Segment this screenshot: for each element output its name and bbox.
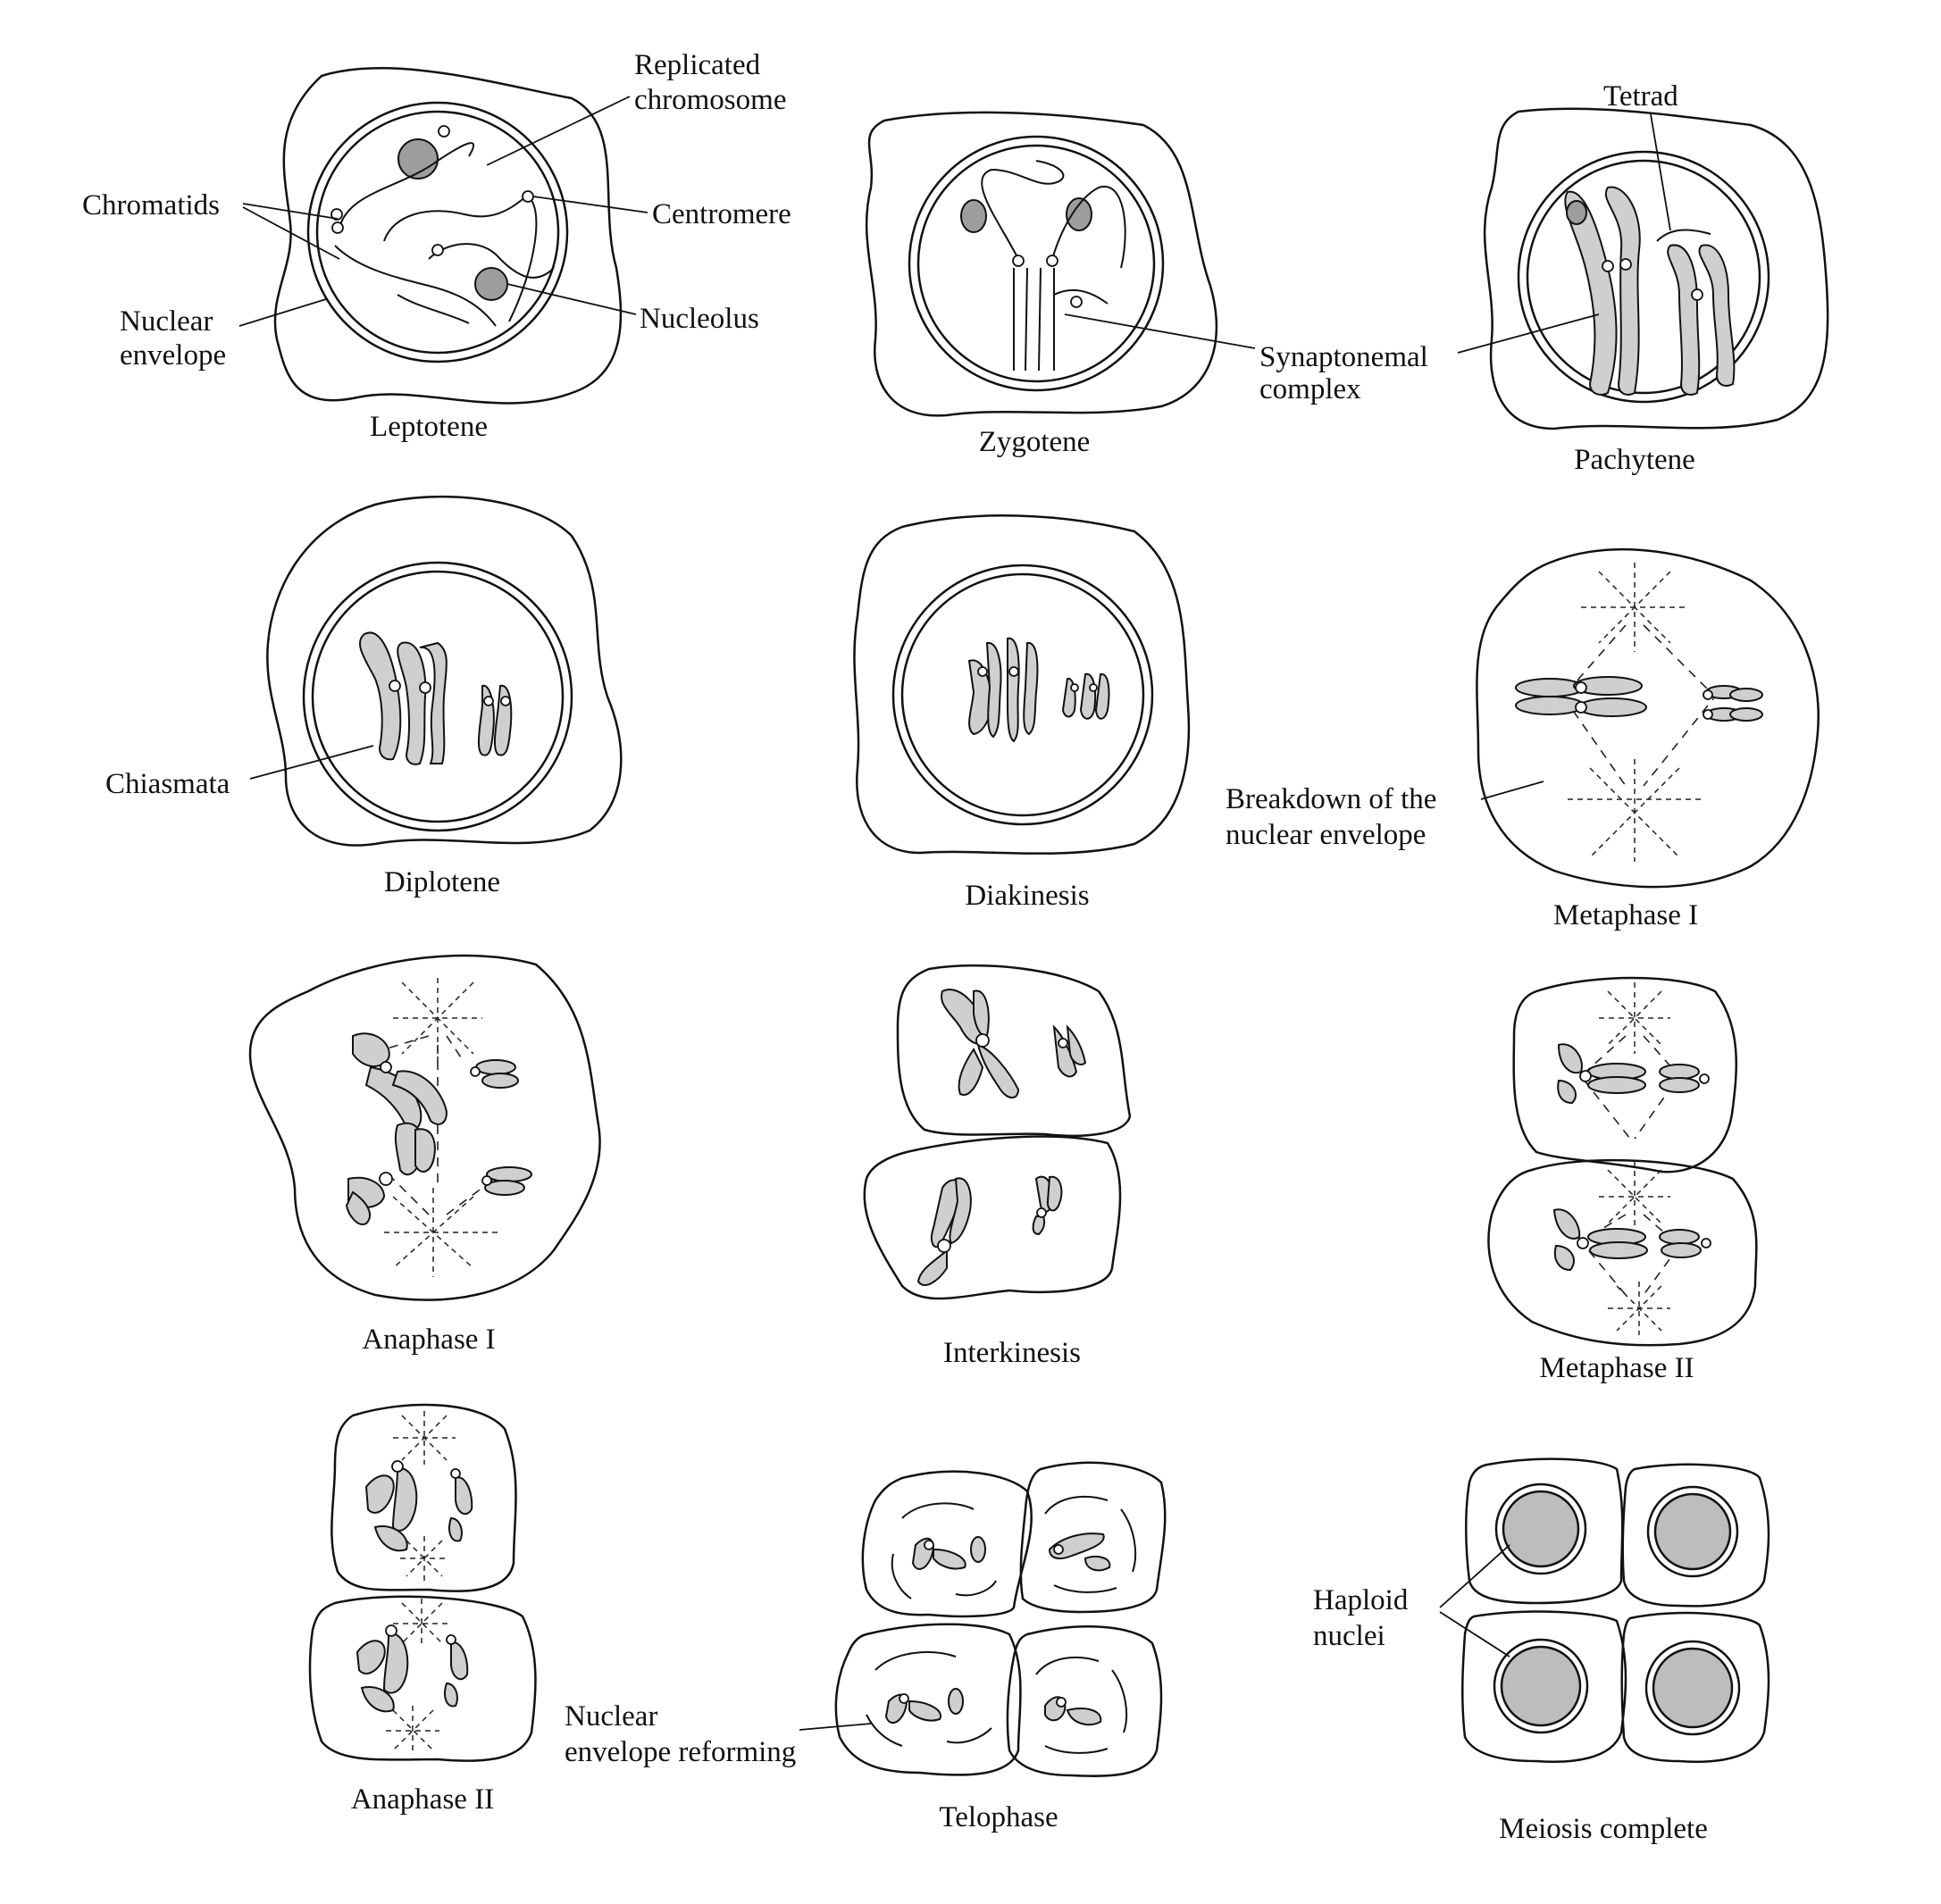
- telophase-cell-br: [1006, 1625, 1163, 1777]
- leptotene-nuclear-envelope: [306, 101, 569, 363]
- metaphase1-aster-bottom: [1568, 759, 1702, 862]
- diplotene-cell: [266, 495, 623, 847]
- label-haploid-1: Haploid: [1313, 1584, 1409, 1616]
- haploid-nucleus-1: [1502, 1490, 1580, 1568]
- haploid-nucleus-3: [1500, 1645, 1582, 1727]
- anaphase2-aster-c: [393, 1599, 451, 1648]
- zygotene-cell: [865, 111, 1218, 417]
- anaphase2-aster-a: [393, 1411, 456, 1465]
- label-centromere: Centromere: [652, 198, 791, 230]
- complete-cell-tr: [1621, 1463, 1770, 1608]
- caption-zygotene: Zygotene: [979, 426, 1091, 458]
- leptotene-nucleolus: [397, 138, 439, 180]
- label-breakdown-1: Breakdown of the: [1226, 783, 1436, 815]
- label-chromatids: Chromatids: [82, 189, 220, 221]
- caption-complete: Meiosis complete: [1499, 1813, 1708, 1845]
- label-nuclear-envelope-2: envelope: [120, 339, 226, 372]
- telophase-cell-tl: [861, 1470, 1033, 1618]
- anaphase2-cell-bottom: [308, 1595, 537, 1762]
- label-tetrad: Tetrad: [1603, 80, 1678, 113]
- label-chiasmata: Chiasmata: [105, 768, 230, 800]
- metaphase2-cell-bottom: [1487, 1158, 1758, 1347]
- anaphase2-cell-top: [330, 1403, 517, 1592]
- caption-metaphase2: Metaphase II: [1539, 1352, 1694, 1384]
- interkinesis-cell-bottom: [863, 1135, 1122, 1300]
- label-synaptonemal-2: complex: [1259, 373, 1361, 405]
- label-nucleolus: Nucleolus: [640, 303, 759, 335]
- anaphase2-aster-d: [386, 1706, 439, 1755]
- diplotene-nuclear-envelope: [302, 561, 573, 832]
- label-replicated-1: Replicated: [634, 49, 761, 81]
- caption-pachytene: Pachytene: [1574, 444, 1695, 476]
- label-replicated-2: chromosome: [634, 84, 786, 116]
- pachytene-nuclear-envelope: [1517, 150, 1770, 404]
- caption-anaphase2: Anaphase II: [351, 1783, 494, 1816]
- telophase-cell-bl: [834, 1623, 1022, 1776]
- leptotene-cell: [273, 67, 623, 405]
- caption-diakinesis: Diakinesis: [965, 880, 1089, 912]
- metaphase1-aster-top: [1581, 563, 1688, 652]
- anaphase1-cell: [248, 954, 601, 1301]
- diakinesis-nuclear-envelope: [891, 564, 1154, 826]
- interkinesis-cell-top: [896, 964, 1132, 1138]
- label-haploid-2: nuclei: [1313, 1620, 1385, 1652]
- complete-cell-br: [1620, 1611, 1770, 1763]
- telophase-cell-tr: [1019, 1461, 1167, 1614]
- label-reforming-1: Nuclear: [565, 1700, 657, 1733]
- anaphase1-aster-bottom: [384, 1188, 500, 1277]
- caption-anaphase1: Anaphase I: [362, 1324, 495, 1356]
- metaphase1-cell: [1476, 547, 1820, 889]
- haploid-nucleus-2: [1653, 1492, 1732, 1571]
- label-nuclear-envelope-1: Nuclear: [120, 305, 213, 338]
- caption-leptotene: Leptotene: [370, 411, 488, 443]
- caption-interkinesis: Interkinesis: [943, 1337, 1081, 1369]
- complete-cell-tl: [1465, 1457, 1624, 1605]
- metaphase2-cell-top: [1512, 976, 1737, 1173]
- anaphase2-aster-b: [400, 1536, 448, 1581]
- label-reforming-2: envelope reforming: [565, 1736, 796, 1768]
- metaphase2-aster-a: [1599, 982, 1670, 1054]
- caption-metaphase1: Metaphase I: [1553, 899, 1698, 931]
- caption-telophase: Telophase: [939, 1801, 1058, 1833]
- metaphase2-aster-c: [1608, 1282, 1670, 1335]
- complete-cell-bl: [1461, 1610, 1627, 1763]
- haploid-nucleus-4: [1652, 1647, 1734, 1729]
- label-synaptonemal-1: Synaptonemal: [1259, 341, 1428, 373]
- diakinesis-cell: [853, 514, 1191, 856]
- label-breakdown-2: nuclear envelope: [1226, 819, 1426, 851]
- pachytene-cell: [1483, 107, 1829, 430]
- zygotene-nuclear-envelope: [908, 135, 1165, 392]
- metaphase2-aster-b: [1599, 1161, 1670, 1232]
- caption-diplotene: Diplotene: [384, 866, 500, 898]
